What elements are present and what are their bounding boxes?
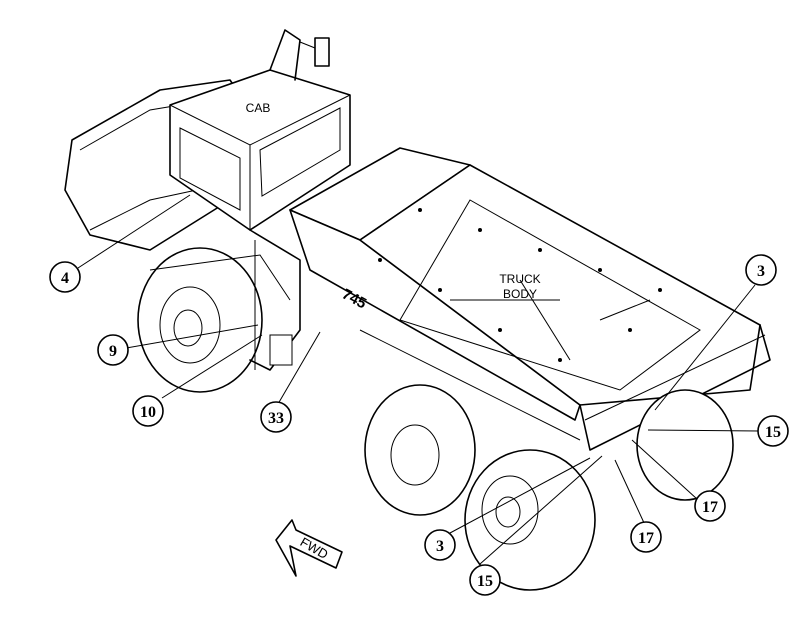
- callout-15-right: 15: [757, 415, 789, 447]
- callout-15-left-label: 15: [477, 573, 493, 590]
- callout-33: 33: [260, 401, 292, 433]
- truck-body: [289, 147, 771, 451]
- forward-arrow: FWD: [275, 519, 343, 577]
- callout-17-right: 17: [694, 490, 726, 522]
- callout-17-left: 17: [630, 521, 662, 553]
- callout-9: 9: [97, 334, 129, 366]
- leader-lines: [77, 194, 760, 565]
- callout-15-left: 15: [469, 564, 501, 596]
- truck-body-label-line2: BODY: [503, 287, 537, 301]
- callout-17-left-label: 17: [638, 530, 654, 547]
- callout-15-right-label: 15: [765, 424, 781, 441]
- callout-3-right: 3: [745, 254, 777, 286]
- callout-3-right-label: 3: [757, 263, 765, 280]
- callout-10-label: 10: [140, 404, 156, 421]
- callout-9-label: 9: [109, 343, 117, 360]
- callout-3-left-label: 3: [436, 538, 444, 555]
- cab-label: CAB: [246, 101, 271, 115]
- callout-3-left: 3: [424, 529, 456, 561]
- callout-4-label: 4: [61, 270, 69, 287]
- truck-body-label-line1: TRUCK: [499, 272, 540, 286]
- tractor-unit: [64, 29, 351, 393]
- callout-10: 10: [132, 395, 164, 427]
- callout-33-label: 33: [268, 410, 284, 427]
- callout-4: 4: [49, 261, 81, 293]
- callout-17-right-label: 17: [702, 499, 718, 516]
